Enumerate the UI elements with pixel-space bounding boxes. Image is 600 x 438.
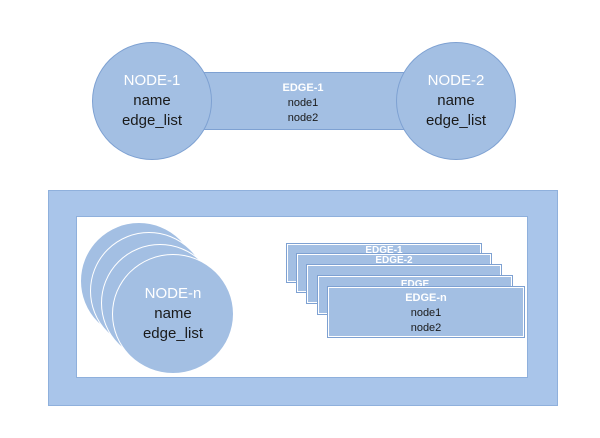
node-1-title: NODE-1 [123,72,181,89]
node-n-field-edge-list: edge_list [142,325,204,342]
node-n-title: NODE-n [144,285,202,302]
edge-n-title: EDGE-n [405,292,447,304]
edge-n-field-node1: node1 [410,307,442,319]
edge-1-field-node1: node1 [287,97,319,109]
node-2-field-edge-list: edge_list [425,112,487,129]
edge-n-field-node2: node2 [410,322,442,334]
node-1-field-edge-list: edge_list [121,112,183,129]
stacked-edge-title: EDGE [400,279,430,290]
edge-1-box: EDGE-1 node1 node2 [172,72,434,130]
edge-1-field-node2: node2 [287,112,319,124]
node-n-field-name: name [154,305,192,322]
node-2-field-name: name [437,92,475,109]
edge-1-title: EDGE-1 [282,82,324,94]
stacked-edge-title: EDGE-1 [365,245,403,256]
node-1-field-name: name [133,92,171,109]
node-1-circle: NODE-1 name edge_list [92,42,212,160]
edge-n-box: EDGE-n node1 node2 [327,286,525,338]
node-2-title: NODE-2 [427,72,485,89]
node-n-circle: NODE-n name edge_list [112,254,234,374]
stacked-edge-title: EDGE-2 [375,255,413,266]
node-2-circle: NODE-2 name edge_list [396,42,516,160]
